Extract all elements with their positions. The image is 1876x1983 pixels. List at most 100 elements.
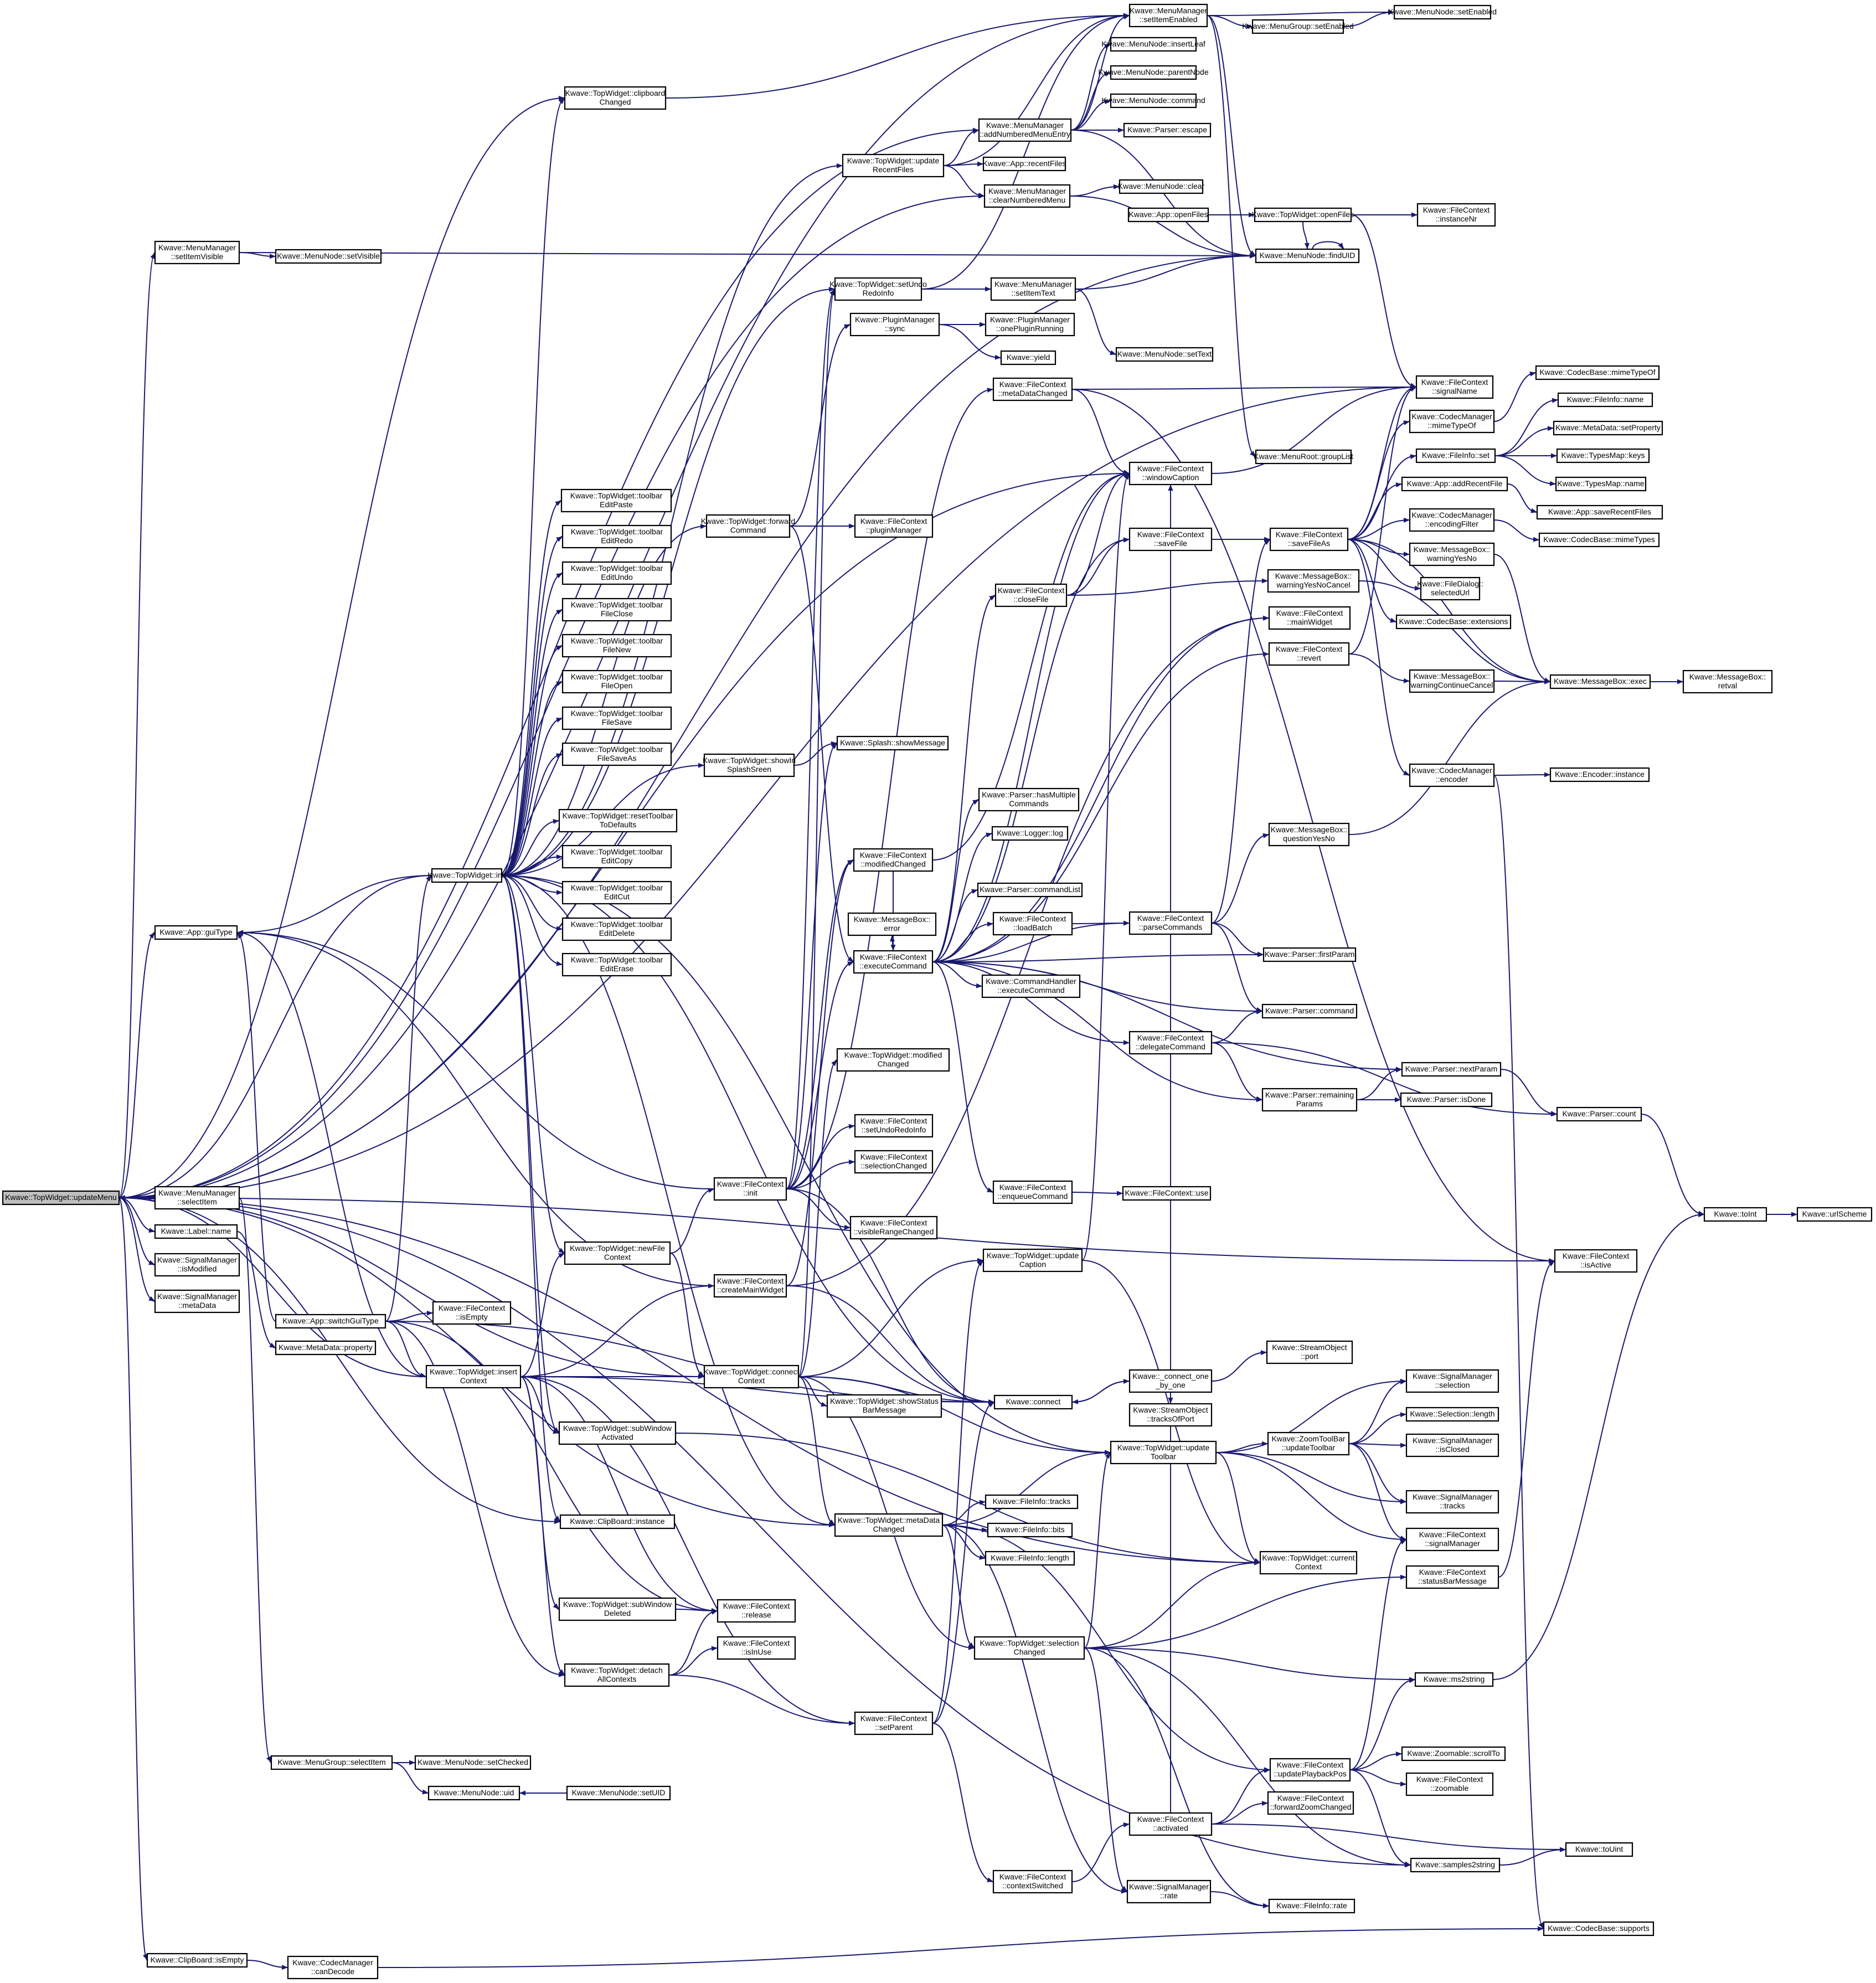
graph-node[interactable]: Kwave::FileInfo::set [1415,448,1496,463]
graph-node[interactable]: Kwave::_connect_one_by_one [1128,1369,1213,1393]
graph-node[interactable]: Kwave::MessageBox::retval [1682,669,1773,694]
graph-node[interactable]: Kwave::FileContext::saveFile [1128,527,1213,552]
graph-node[interactable]: Kwave::SignalManager::tracks [1405,1490,1499,1514]
graph-node[interactable]: Kwave::FileContext::updatePlaybackPos [1269,1758,1351,1782]
graph-node[interactable]: Kwave::CodecManager::encoder [1409,763,1495,787]
graph-node[interactable]: Kwave::ClipBoard::isEmpty [146,1953,248,1968]
graph-node[interactable]: Kwave::FileContext::instanceNr [1416,203,1496,227]
graph-node[interactable]: Kwave::Selection::length [1405,1407,1499,1422]
graph-node[interactable]: Kwave::MetaData::property [275,1340,377,1356]
graph-node[interactable]: Kwave::yield [1000,350,1056,365]
graph-node[interactable]: Kwave::MenuManager::addNumberedMenuEntry [978,118,1072,142]
graph-node[interactable]: Kwave::Encoder::instance [1549,767,1650,782]
graph-node[interactable]: Kwave::ClipBoard::instance [559,1514,676,1529]
graph-node[interactable]: Kwave::SignalManager::selection [1405,1369,1499,1393]
graph-node[interactable]: Kwave::connect [993,1394,1073,1410]
graph-node[interactable]: Kwave::FileContext::setUndoRedoInfo [854,1114,934,1138]
graph-node[interactable]: Kwave::App::openFiles [1127,207,1209,223]
graph-node[interactable]: Kwave::App::switchGuiType [275,1314,386,1329]
graph-node[interactable]: Kwave::App::recentFiles [983,156,1066,172]
graph-node[interactable]: Kwave::MenuNode::insertLeaf [1101,37,1205,52]
graph-node[interactable]: Kwave::Parser::firstParam [1262,947,1357,962]
graph-node[interactable]: Kwave::MessageBox::exec [1549,674,1651,689]
graph-node[interactable]: Kwave::FileContext::use [1122,1186,1212,1201]
graph-node[interactable]: Kwave::Splash::showMessage [836,735,949,751]
graph-node[interactable]: Kwave::MenuNode::command [1101,93,1205,109]
graph-node[interactable]: Kwave::MenuRoot::groupList [1254,449,1353,465]
graph-node[interactable]: Kwave::MenuNode::uid [427,1785,520,1801]
graph-node[interactable]: Kwave::Parser::commandList [977,882,1083,898]
graph-node[interactable]: Kwave::MenuManager::setItemText [990,277,1076,301]
graph-node[interactable]: Kwave::FileContext::pluginManager [854,514,934,538]
graph-node[interactable]: Kwave::Logger::log [991,826,1069,841]
graph-node[interactable]: Kwave::FileContext::delegateCommand [1128,1031,1213,1055]
graph-node[interactable]: Kwave::FileContext::visibleRangeChanged [849,1215,938,1240]
graph-node[interactable]: Kwave::Label::name [154,1224,238,1239]
graph-node[interactable]: Kwave::FileContext::statusBarMessage [1405,1565,1499,1589]
graph-node[interactable]: Kwave::MenuManager::setItemVisible [154,240,240,265]
graph-node[interactable]: Kwave::FileContext::createMainWidget [713,1274,787,1298]
graph-node[interactable]: Kwave::SignalManager::rate [1126,1879,1212,1904]
graph-node[interactable]: Kwave::Parser::nextParam [1401,1062,1502,1077]
graph-node[interactable]: Kwave::MenuNode::findUID [1255,248,1360,264]
graph-node[interactable]: Kwave::ms2string [1414,1672,1494,1687]
graph-node[interactable]: Kwave::FileContext::zoomable [1405,1772,1494,1796]
graph-node[interactable]: Kwave::MessageBox::warningYesNo [1409,542,1495,566]
graph-node[interactable]: Kwave::TopWidget::updateMenu [2,1190,120,1206]
graph-node[interactable]: Kwave::MenuGroup::selectItem [270,1755,393,1770]
graph-node[interactable]: Kwave::FileContext::isEmpty [432,1301,512,1325]
graph-node[interactable]: Kwave::CodecBase::mimeTypes [1538,532,1660,548]
graph-node[interactable]: Kwave::FileContext::enqueueCommand [992,1180,1073,1204]
graph-node[interactable]: Kwave::MenuNode::setEnabled [1388,4,1497,20]
graph-node[interactable]: Kwave::samples2string [1410,1857,1501,1873]
graph-node[interactable]: Kwave::App::guiType [154,925,238,940]
graph-node[interactable]: Kwave::FileContext::release [717,1599,796,1623]
graph-node[interactable]: Kwave::StreamObject::tracksOfPort [1128,1403,1213,1427]
graph-node[interactable]: Kwave::MenuManager::clearNumberedMenu [983,184,1071,208]
graph-node[interactable]: Kwave::CodecBase::mimeTypeOf [1535,365,1660,380]
graph-node[interactable]: Kwave::MenuNode::clear [1118,179,1205,194]
graph-node[interactable]: Kwave::MessageBox::warningContinueCancel [1409,669,1495,693]
graph-node[interactable]: Kwave::FileContext::executeCommand [853,950,934,974]
graph-node[interactable]: Kwave::SignalManager::isModified [154,1253,240,1277]
graph-node[interactable]: Kwave::FileContext::activated [1128,1812,1213,1836]
graph-node[interactable]: Kwave::Parser::isDone [1400,1092,1493,1108]
graph-node[interactable]: Kwave::MenuNode::setVisible [275,249,382,264]
graph-node[interactable]: Kwave::MenuGroup::setEnabled [1242,19,1354,34]
graph-node[interactable]: Kwave::FileContext::setParent [854,1711,934,1735]
graph-node[interactable]: Kwave::Zoomable::scrollTo [1401,1746,1506,1761]
graph-node[interactable]: Kwave::FileInfo::rate [1268,1898,1356,1914]
graph-node[interactable]: Kwave::Parser::command [1261,1003,1358,1019]
graph-node[interactable]: Kwave::FileContext::modifiedChanged [853,848,934,872]
graph-node[interactable]: Kwave::CodecBase::extensions [1395,614,1512,630]
graph-node[interactable]: Kwave::FileContext::parseCommands [1128,911,1213,935]
graph-node[interactable]: Kwave::TopWidget::openFiles [1252,207,1354,223]
graph-node[interactable]: Kwave::TopWidget::modifiedChanged [836,1048,950,1072]
graph-node[interactable]: Kwave::CodecManager::encodingFilter [1409,508,1495,532]
graph-node[interactable]: Kwave::urlScheme [1796,1207,1873,1222]
graph-node[interactable]: Kwave::FileInfo::length [985,1551,1075,1566]
graph-node[interactable]: Kwave::FileContext::mainWidget [1268,606,1351,630]
graph-node[interactable]: Kwave::PluginManager::onePluginRunning [985,312,1075,337]
graph-node[interactable]: Kwave::MetaData::setProperty [1553,420,1663,436]
